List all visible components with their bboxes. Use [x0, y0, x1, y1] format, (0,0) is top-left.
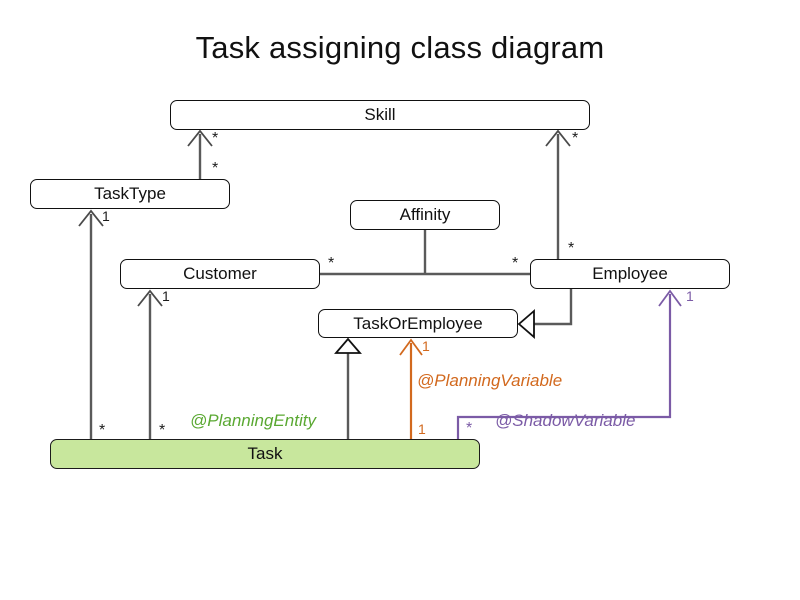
stereotype-planning-variable: @PlanningVariable [417, 371, 563, 390]
stereotype-shadow-variable: @ShadowVariable [495, 411, 636, 430]
class-box-skill[interactable]: Skill [170, 100, 590, 130]
relation-task-generalization [334, 337, 362, 439]
class-label-customer: Customer [183, 264, 257, 283]
class-label-tasktype: TaskType [94, 184, 166, 203]
multiplicity-employee-to-skill: * [568, 240, 575, 257]
class-box-customer[interactable]: Customer [120, 259, 320, 289]
relation-tasktype-skill [187, 129, 213, 182]
multiplicity-task-tasktype-many: * [99, 422, 106, 439]
multiplicity-shadow-variable-one: 1 [686, 288, 694, 304]
class-label-taskoremployee: TaskOrEmployee [353, 313, 483, 333]
class-box-tasktype[interactable]: TaskType [30, 179, 230, 209]
multiplicity-tasktype-one: 1 [102, 208, 110, 224]
multiplicity-task-customer-many: * [159, 422, 166, 439]
class-label-affinity: Affinity [399, 205, 451, 224]
multiplicity-customer-affinity: * [328, 255, 335, 272]
class-box-taskoremployee[interactable]: TaskOrEmployee [318, 309, 518, 338]
relation-task-shadow-variable [456, 289, 682, 439]
relation-task-tasktype [78, 209, 104, 439]
relation-task-planning-variable [399, 338, 423, 439]
multiplicity-skill-from-employee: * [572, 130, 579, 147]
stereotype-planning-entity: @PlanningEntity [190, 411, 316, 430]
multiplicity-tasktype-to-skill: * [212, 160, 219, 177]
multiplicity-employee-affinity: * [512, 255, 519, 272]
multiplicity-skill-from-tasktype: * [212, 130, 219, 147]
relation-employee-skill [545, 129, 571, 259]
class-label-employee: Employee [592, 264, 668, 283]
class-label-task: Task [247, 444, 283, 463]
class-box-task[interactable]: Task [50, 439, 480, 469]
multiplicity-planning-variable-bottom: 1 [418, 421, 426, 437]
relation-employee-generalization [517, 289, 573, 339]
multiplicity-planning-variable-top: 1 [422, 338, 430, 354]
multiplicity-shadow-variable-many: * [466, 420, 473, 437]
class-box-affinity[interactable]: Affinity [350, 200, 500, 230]
multiplicity-customer-one: 1 [162, 288, 170, 304]
class-box-employee[interactable]: Employee [530, 259, 730, 289]
relation-task-customer [137, 289, 163, 439]
page-title: Task assigning class diagram [195, 30, 605, 65]
class-label-skill: Skill [364, 105, 396, 124]
